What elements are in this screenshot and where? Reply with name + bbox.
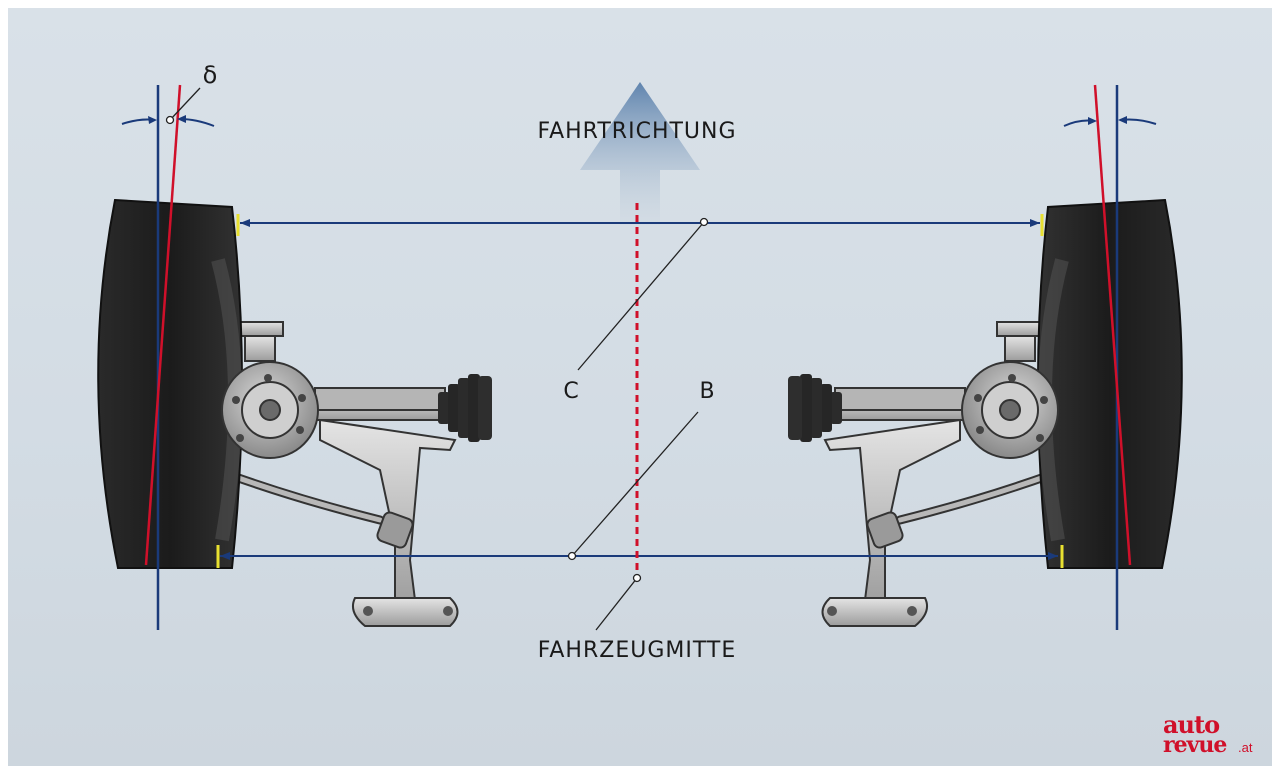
direction-arrow-icon (580, 82, 700, 225)
right-toe-line (1093, 84, 1132, 566)
leader-lines (165, 87, 709, 631)
left-hub-icon (221, 361, 319, 459)
direction-label: FAHRTRICHTUNG (537, 119, 736, 144)
left-toe-line (144, 84, 182, 566)
label-b: B (699, 379, 714, 404)
angle-delta-label: δ (203, 61, 218, 89)
autorevue-logo: auto revue .at (1163, 710, 1253, 758)
logo-line2: revue (1163, 732, 1226, 758)
logo-suffix: .at (1238, 740, 1253, 755)
left-tire-icon (97, 198, 243, 569)
left-wheel-assembly (97, 198, 492, 627)
right-angle-marker (1063, 116, 1157, 127)
logo-line1: auto (1163, 710, 1220, 739)
vehicle-center-label: FAHRZEUGMITTE (538, 638, 737, 663)
left-cv-boot (438, 374, 492, 442)
dimension-c-line (240, 219, 1040, 227)
left-angle-marker (121, 115, 215, 127)
label-c: C (563, 379, 578, 404)
dimension-b-line (220, 552, 1058, 560)
right-wheel-assembly (788, 198, 1183, 627)
